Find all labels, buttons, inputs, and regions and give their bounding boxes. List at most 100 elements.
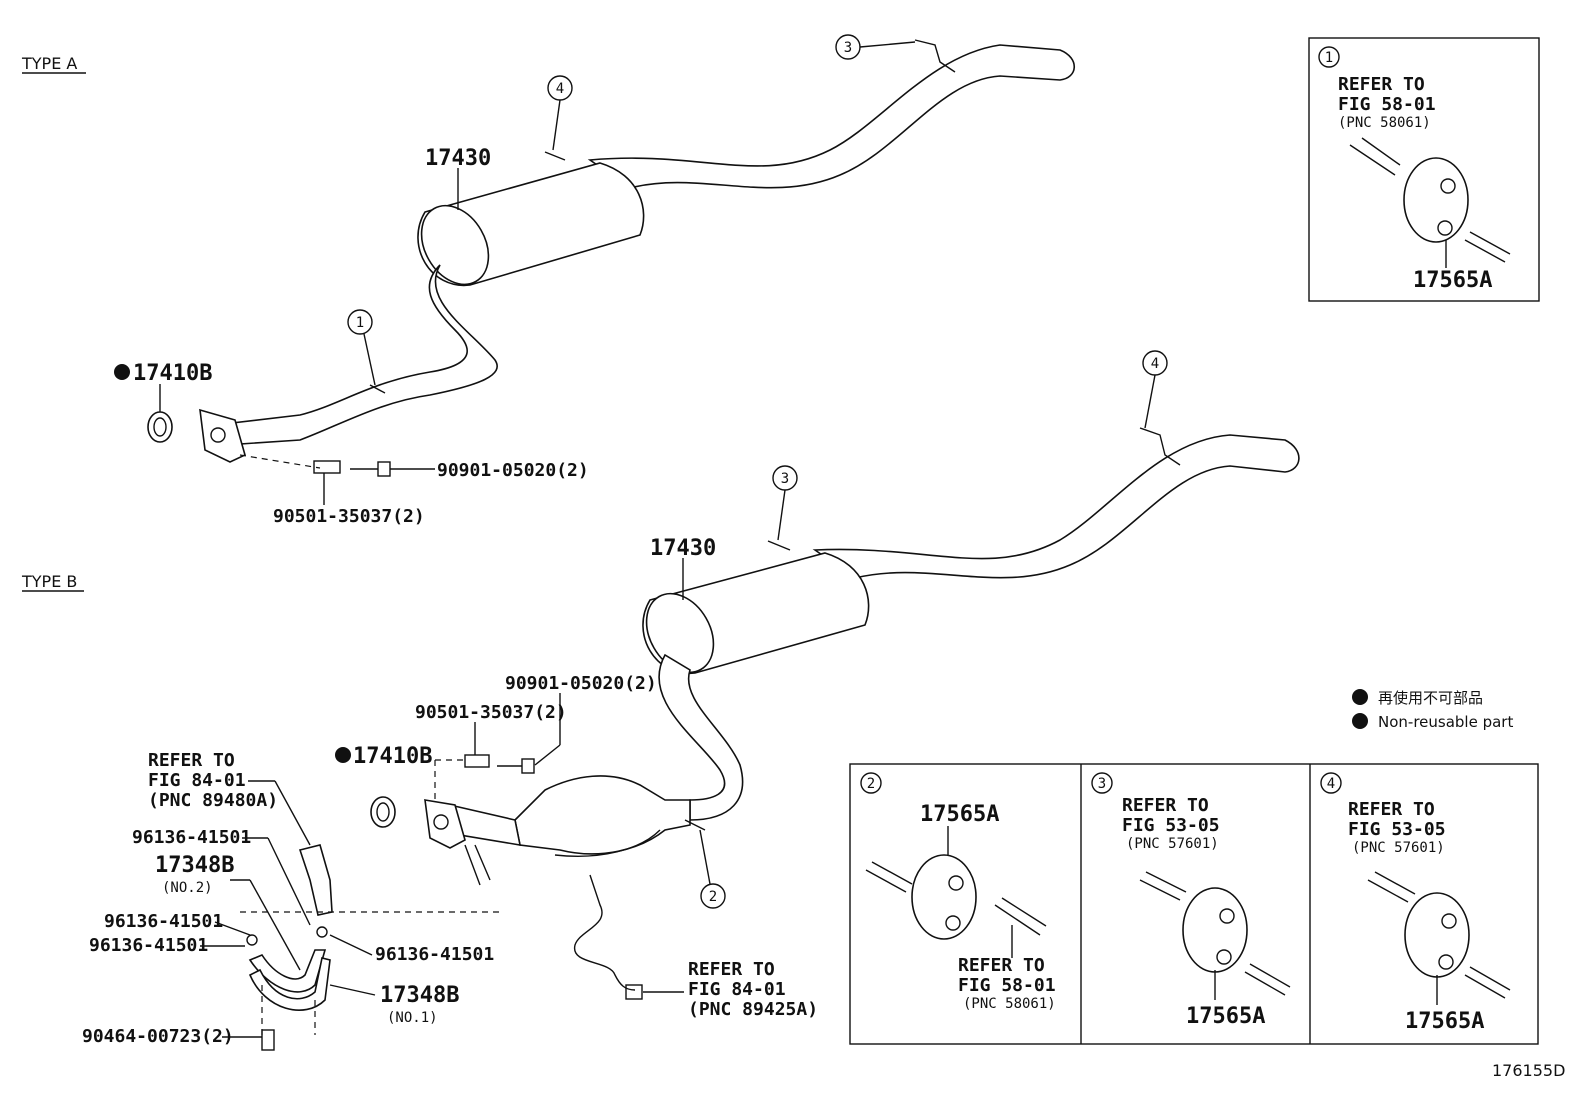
detail-2-part-label: 17565A [920,802,999,827]
detail-4-box: 4 REFER TO FIG 53-05 (PNC 57601) 17565A [1320,772,1511,1034]
type-b-callout-2 [700,883,726,909]
type-a-spring [313,460,341,474]
detail-3-pipe-stub-right [1244,963,1291,996]
type-b-hose-no2-label: 17348B [155,853,234,878]
detail-3-number: 3 [1098,776,1106,792]
legend-jp-text: 再使用不可部品 [1378,689,1483,707]
type-b-bolt-leader-d [534,744,561,766]
type-b-bolt-head [521,758,535,774]
detail-3-pipe-stub-left [1139,871,1187,901]
detail-2-mount-hole-lower [945,915,961,931]
type-b-o2-connector [625,984,643,1000]
type-a-spring-label: 90501-35037(2) [273,506,425,527]
detail-2-rubber-mount [911,854,977,940]
type-b-hose-no1-leader [329,984,376,996]
type-b-callout-4-text: 4 [1151,356,1159,372]
type-b-clamp-right-label: 96136-41501 [375,944,494,965]
type-b-sensor-bracket [298,844,333,916]
detail-1-refer-line2: FIG 58-01 [1338,94,1436,115]
detail-3-part-label: 17565A [1186,1004,1265,1029]
detail-row-frame [849,763,1539,1045]
type-b-callout-3-text: 3 [781,471,789,487]
type-b-hanger-4 [1139,427,1181,466]
detail-3-refer-line1: REFER TO [1122,795,1209,816]
type-b-section: TYPE B 3 [21,350,1300,1051]
legend-en-text: Non-reusable part [1378,713,1513,731]
detail-2-refer-line2: FIG 58-01 [958,975,1056,996]
detail-boxes-row: 2 17565A REFER TO FIG 58-01 (PNC 58061) … [849,763,1539,1045]
type-a-title: TYPE A [21,54,77,73]
type-a-callout-3-text: 4 [556,81,564,97]
type-a-callout-1-leader [363,333,376,386]
detail-1-number-circle [1318,46,1340,68]
type-b-clamp-upper-leader-d [267,837,311,926]
type-b-hose-no2-leader-d [249,879,301,971]
detail-1-frame [1308,37,1540,302]
type-a-muffler-end [420,204,490,286]
detail-2-box: 2 17565A REFER TO FIG 58-01 (PNC 58061) [860,772,1056,1012]
detail-1-part-label: 17565A [1413,268,1492,293]
detail-2-number: 2 [867,776,875,792]
detail-3-mount-hole-upper [1219,908,1235,924]
detail-3-box: 3 REFER TO FIG 53-05 (PNC 57601) 17565A [1091,772,1291,1029]
type-a-gasket [147,411,173,443]
type-a-gasket-inner [153,417,167,437]
type-b-spring-label: 90501-35037(2) [415,702,567,723]
legend-dot-en [1352,713,1368,729]
type-a-callout-1 [347,309,373,335]
type-b-clip-label: 90464-00723(2) [82,1026,234,1047]
type-a-flange-hole [210,427,226,443]
detail-1-box: 1 REFER TO FIG 58-01 (PNC 58061) 17565A [1308,37,1540,302]
figure-id: 176155D [1492,1061,1565,1080]
type-b-hose-no1-sub: (NO.1) [387,1010,438,1026]
detail-4-part-label: 17565A [1405,1009,1484,1034]
type-b-clip [261,1029,275,1051]
detail-4-refer-line3: (PNC 57601) [1352,840,1445,856]
detail-3-rubber-mount [1182,887,1248,973]
type-b-gasket [370,796,396,828]
type-b-refer-sensor-leader-d [274,780,311,846]
type-b-clamp-left-1-leader [214,921,251,936]
detail-1-refer-line1: REFER TO [1338,74,1425,95]
type-b-gasket-label: 17410B [353,744,432,769]
type-b-refer-o2-line2: FIG 84-01 [688,979,786,1000]
type-b-refer-sensor-line2: FIG 84-01 [148,770,246,791]
detail-4-mount-hole-lower [1438,954,1454,970]
type-b-clamp-upper-label: 96136-41501 [132,827,251,848]
type-b-hose-no2-sub: (NO.2) [162,880,213,896]
type-b-hose-no2 [248,949,327,993]
type-b-refer-sensor-line3: (PNC 89480A) [148,790,278,811]
detail-2-mount-hole-upper [948,875,964,891]
type-b-clamp-right-icon [316,926,328,938]
detail-3-number-circle [1091,772,1113,794]
type-b-flange [424,799,466,849]
type-b-bolt-label: 90901-05020(2) [505,673,657,694]
type-a-callout-3-leader [552,99,561,151]
type-b-refer-o2-line3: (PNC 89425A) [688,999,818,1020]
type-a-gasket-label: 17410B [133,361,212,386]
detail-4-pipe-stub-left [1367,871,1416,903]
type-a-bolt-head [377,461,391,477]
type-a-hanger-3 [544,151,566,161]
detail-4-number-circle [1320,772,1342,794]
detail-2-number-circle [860,772,882,794]
detail-1-refer-line3: (PNC 58061) [1338,115,1431,131]
type-b-clamp-right-leader [329,934,373,956]
detail-1-pipe-stub-right [1464,231,1511,263]
detail-4-rubber-mount [1404,892,1470,978]
type-a-callout-4-text: 3 [844,40,852,56]
type-a-nonreusable-dot [114,364,130,380]
type-b-hose-no1-label: 17348B [380,983,459,1008]
legend: 再使用不可部品 Non-reusable part [1352,689,1513,731]
type-b-clamp-left-icon [246,934,258,946]
type-b-o2-sensor-wire [574,874,636,991]
detail-4-refer-line1: REFER TO [1348,799,1435,820]
type-b-heat-shield-bracket [464,829,661,886]
type-a-section: TYPE A 4 3 1 17430 174 [21,34,1076,527]
type-b-callout-2-text: 2 [709,889,717,905]
type-b-hanger-3 [767,540,791,551]
detail-3-refer-line3: (PNC 57601) [1126,836,1219,852]
detail-2-pipe-stub-left [865,861,913,893]
type-a-muffler-label: 17430 [425,146,491,171]
